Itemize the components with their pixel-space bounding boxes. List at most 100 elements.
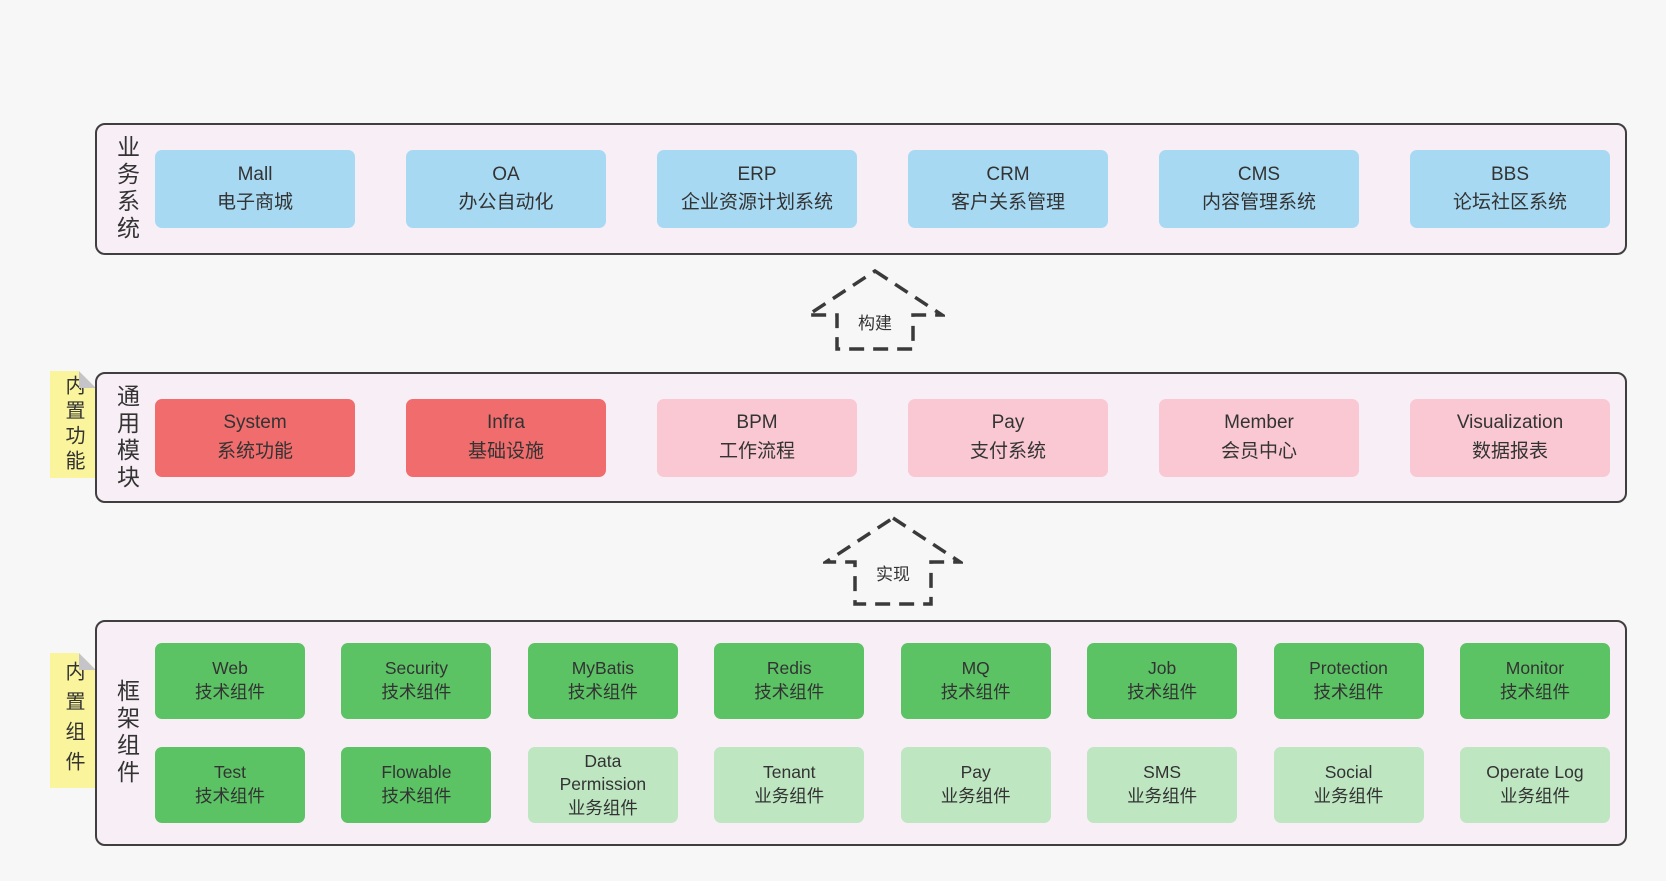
modules-box-row: System 系统功能 Infra 基础设施 BPM 工作流程 Pay 支付系统… [155,374,1625,501]
box-title: Visualization [1456,412,1564,433]
section-label: 业务系统 [113,135,140,243]
box-bbs: BBS 论坛社区系统 [1410,150,1610,228]
box-security: Security 技术组件 [341,643,492,719]
box-title: Infra [486,412,526,433]
box-subtitle: 技术组件 [381,682,452,702]
box-subtitle: 技术组件 [195,682,265,702]
box-subtitle: 会员中心 [1220,440,1297,462]
section-business-systems: 业务系统 Mall 电子商城 OA 办公自动化 ERP 企业资源计划系统 CRM… [95,123,1627,255]
box-flowable: Flowable 技术组件 [341,747,492,823]
box-subtitle: 系统功能 [216,440,293,462]
box-title: System [223,412,287,433]
box-visualization: Visualization 数据报表 [1410,398,1610,477]
box-title: Test [213,762,247,783]
box-subtitle: 客户关系管理 [950,192,1065,213]
arrow-build: 构建 [805,268,945,352]
box-subtitle: 工作流程 [718,440,795,462]
box-bpm: BPM 工作流程 [657,398,857,477]
box-title: SMS [1143,762,1182,783]
arrow-label: 构建 [855,309,895,334]
box-mybatis: MyBatis 技术组件 [527,643,678,719]
business-box-row: Mall 电子商城 OA 办公自动化 ERP 企业资源计划系统 CRM 客户关系… [155,125,1625,253]
sticky-label: 内置组件 [62,660,84,781]
box-title: Mall [237,163,273,185]
box-title: OA [492,163,520,185]
box-title: Pay [991,412,1025,433]
sticky-note-built-in-features: 内置功能 [50,371,96,478]
box-data-permission: Data Permission 业务组件 [527,747,678,823]
box-subtitle: 技术组件 [754,682,825,702]
box-title: MyBatis [571,658,634,679]
box-tenant: Tenant 业务组件 [714,747,865,823]
box-test: Test 技术组件 [155,747,305,823]
box-subtitle: 数据报表 [1471,440,1548,462]
components-row-2: Test 技术组件 Flowable 技术组件 Data Permission … [155,747,1610,823]
box-subtitle: 基础设施 [467,440,544,462]
box-title: Social [1324,762,1373,783]
section-label-container: 框架组件 [97,622,155,844]
box-web: Web 技术组件 [155,643,305,719]
box-social: Social 业务组件 [1273,747,1424,823]
box-operate-log: Operate Log 业务组件 [1459,747,1610,823]
box-subtitle: 业务组件 [1127,786,1198,806]
box-title: Data Permission [559,750,647,795]
box-subtitle: 业务组件 [1313,786,1384,806]
box-title: BBS [1490,163,1530,185]
box-title: Job [1148,658,1177,679]
box-sms: SMS 业务组件 [1087,747,1238,823]
box-subtitle: 技术组件 [1127,682,1198,702]
box-title: ERP [737,163,777,185]
box-title: Security [384,658,449,679]
arrow-label: 实现 [873,560,913,585]
box-subtitle: 技术组件 [381,786,452,806]
box-subtitle: 业务组件 [1499,786,1570,806]
box-subtitle: 支付系统 [969,440,1046,462]
box-subtitle: 内容管理系统 [1201,192,1316,213]
box-subtitle: 办公自动化 [458,192,554,213]
box-title: Tenant [762,762,816,783]
box-erp: ERP 企业资源计划系统 [657,150,857,228]
box-job: Job 技术组件 [1087,643,1238,719]
section-label-container: 业务系统 [97,125,155,253]
box-member: Member 会员中心 [1159,398,1359,477]
box-title: Web [212,658,248,679]
box-subtitle: 企业资源计划系统 [680,192,833,213]
box-pay-component: Pay 业务组件 [900,747,1051,823]
section-framework-components: 框架组件 Web 技术组件 Security 技术组件 MyBatis 技术组件… [95,620,1627,846]
section-label: 框架组件 [113,679,140,787]
sticky-label: 内置功能 [62,374,84,475]
box-title: CRM [986,163,1030,185]
box-redis: Redis 技术组件 [714,643,865,719]
box-subtitle: 电子商城 [216,192,293,213]
section-common-modules: 通用模块 System 系统功能 Infra 基础设施 BPM 工作流程 Pay… [95,372,1627,503]
arrow-implement: 实现 [823,515,963,607]
box-subtitle: 技术组件 [1313,682,1384,702]
box-title: MQ [961,658,990,679]
box-oa: OA 办公自动化 [406,150,606,228]
box-title: Monitor [1505,658,1565,679]
box-subtitle: 业务组件 [940,786,1011,806]
box-title: Flowable [381,762,452,783]
components-box-rows: Web 技术组件 Security 技术组件 MyBatis 技术组件 Redi… [155,622,1625,844]
box-pay-system: Pay 支付系统 [908,398,1108,477]
box-cms: CMS 内容管理系统 [1159,150,1359,228]
box-subtitle: 业务组件 [567,797,638,818]
box-subtitle: 技术组件 [940,682,1011,702]
box-title: Member [1224,412,1294,433]
section-label: 通用模块 [113,383,140,492]
box-protection: Protection 技术组件 [1273,643,1424,719]
box-crm: CRM 客户关系管理 [908,150,1108,228]
box-infra: Infra 基础设施 [406,398,606,477]
box-title: Redis [766,658,812,679]
box-title: CMS [1237,163,1281,185]
box-subtitle: 论坛社区系统 [1452,192,1567,213]
sticky-note-built-in-components: 内置组件 [50,653,96,788]
box-subtitle: 技术组件 [567,682,638,702]
box-subtitle: 技术组件 [1499,682,1570,702]
box-title: BPM [736,412,778,433]
box-monitor: Monitor 技术组件 [1459,643,1610,719]
section-label-container: 通用模块 [97,374,155,501]
box-system: System 系统功能 [155,398,355,477]
box-mall: Mall 电子商城 [155,150,355,228]
box-mq: MQ 技术组件 [900,643,1051,719]
